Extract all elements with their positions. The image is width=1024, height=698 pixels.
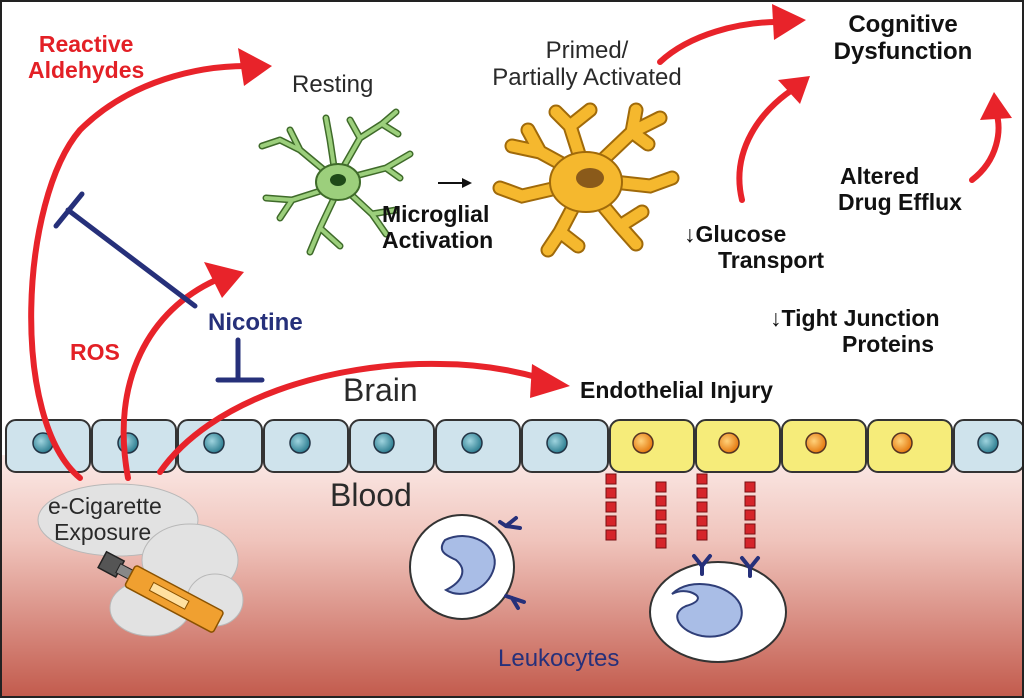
arrow-icon xyxy=(778,76,810,104)
brain-label: Brain xyxy=(343,372,418,408)
endothelial-cell-icon xyxy=(349,419,435,473)
transition-arrow xyxy=(438,178,472,188)
leukocyte-icon xyxy=(409,514,526,620)
arrow-to-cognitive-from-primed xyxy=(657,19,781,65)
inhibition-bar-icon xyxy=(53,191,85,229)
primed-label: Primed/ Partially Activated xyxy=(492,37,682,91)
arrow-to-endothelial-injury xyxy=(157,360,543,475)
arrow-heads xyxy=(204,4,1012,398)
blood-label: Blood xyxy=(330,477,412,513)
endothelial-layer xyxy=(5,419,1024,473)
arrow-icon xyxy=(980,92,1012,120)
arrow-icon xyxy=(462,178,472,188)
arrow-icon xyxy=(238,48,272,86)
resting-label: Resting xyxy=(292,71,374,98)
leukocytes-label: Leukocytes xyxy=(498,645,620,672)
cognitive-dysfunction-label: Cognitive Dysfunction xyxy=(833,11,973,65)
arrow-to-reactive-aldehydes xyxy=(28,63,249,481)
arrow-to-ros xyxy=(120,277,219,481)
injured-endothelial-cell-icon xyxy=(609,419,695,473)
injured-endothelial-cell-icon xyxy=(781,419,867,473)
arrow-to-cognitive-from-efflux xyxy=(969,109,1002,183)
injured-endothelial-cell-icon xyxy=(695,419,781,473)
glucose-transport-label: ↓Glucose Transport xyxy=(684,221,825,273)
e-cigarette-exposure-label: e-Cigarette Exposure xyxy=(48,493,162,545)
ros-label: ROS xyxy=(70,339,120,365)
arrow-icon xyxy=(772,4,806,40)
arrow-to-cognitive-from-glucose xyxy=(736,87,795,203)
tight-junction-label: ↓Tight Junction Proteins xyxy=(770,305,940,357)
injured-endothelial-cell-icon xyxy=(867,419,953,473)
reactive-aldehydes-label: Reactive Aldehydes xyxy=(28,31,145,83)
adhesion-molecule-icon xyxy=(744,481,756,549)
resting-microglia-icon xyxy=(258,108,414,256)
endothelial-cell-icon xyxy=(953,419,1024,473)
nicotine-inhibition xyxy=(53,191,265,383)
activated-microglia-icon xyxy=(492,102,680,258)
endothelial-cell-icon xyxy=(521,419,609,473)
endothelial-cell-icon xyxy=(435,419,521,473)
arrow-icon xyxy=(204,262,244,298)
endothelial-injury-label: Endothelial Injury xyxy=(580,377,773,403)
e-cigarette-icon xyxy=(97,550,224,633)
leukocyte-icon xyxy=(649,554,787,663)
adhesion-molecule-icon xyxy=(605,473,617,541)
nicotine-label: Nicotine xyxy=(208,309,303,336)
endothelial-cell-icon xyxy=(177,419,263,473)
adhesion-molecule-icon xyxy=(655,481,667,549)
adhesion-molecules xyxy=(605,473,756,549)
endothelial-cell-icon xyxy=(263,419,349,473)
altered-drug-efflux-label: Altered Drug Efflux xyxy=(838,163,962,215)
microglial-activation-label: Microglial Activation xyxy=(382,201,494,253)
adhesion-molecule-icon xyxy=(696,473,708,541)
arrow-icon xyxy=(530,364,570,398)
